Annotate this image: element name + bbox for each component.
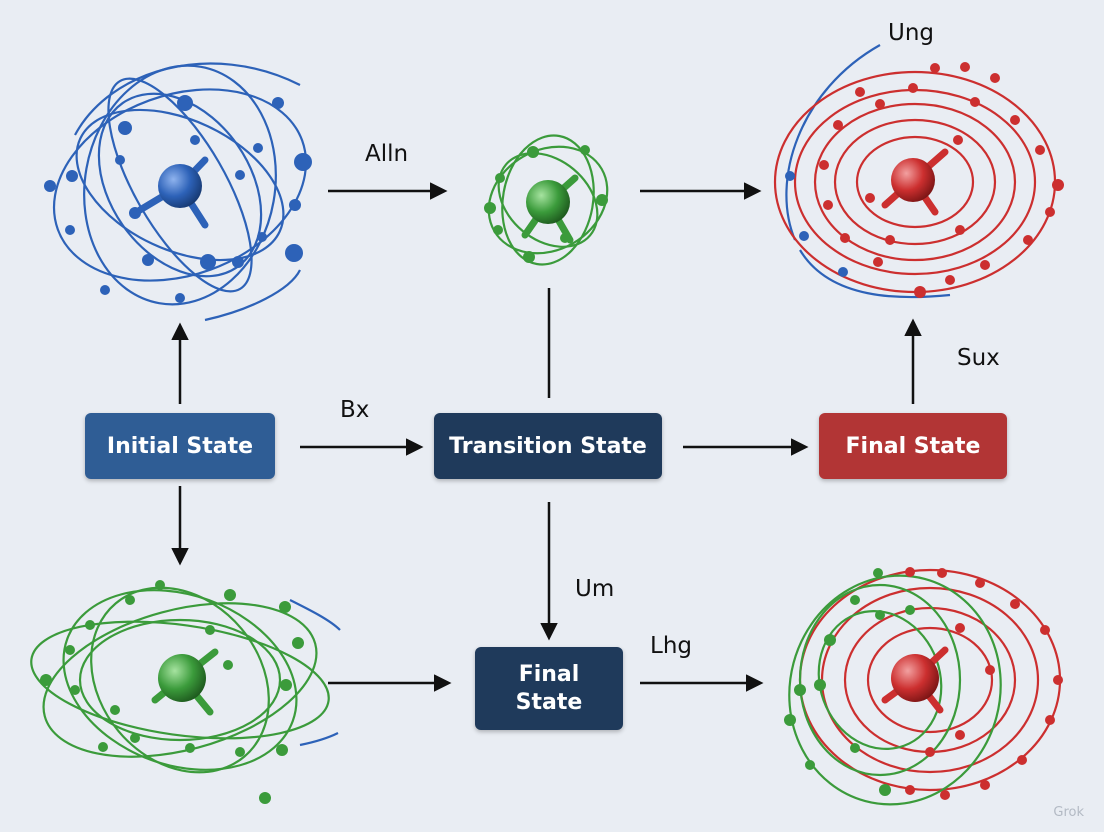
green-molecule	[30, 580, 341, 804]
edge-label-bottom: Lhg	[650, 633, 692, 659]
final-state-box-right: Final State	[819, 413, 1007, 479]
initial-state-box: Initial State	[85, 413, 275, 479]
green-molecule	[484, 134, 609, 266]
edge-label-middle: Bx	[340, 397, 370, 423]
watermark: Grok	[1053, 805, 1084, 820]
edge-label-top: Alln	[365, 141, 409, 167]
edge-label-right: Sux	[957, 345, 1000, 371]
edge-label-top-right: Ung	[888, 20, 935, 46]
transition-state-box: Transition State	[434, 413, 662, 479]
final-state-box-bottom: Final State	[475, 647, 623, 730]
blue-molecule	[44, 62, 312, 322]
edge-label-bottom-vertical: Um	[575, 576, 615, 602]
red-molecule	[773, 44, 1064, 299]
red-green-molecule	[784, 567, 1063, 806]
